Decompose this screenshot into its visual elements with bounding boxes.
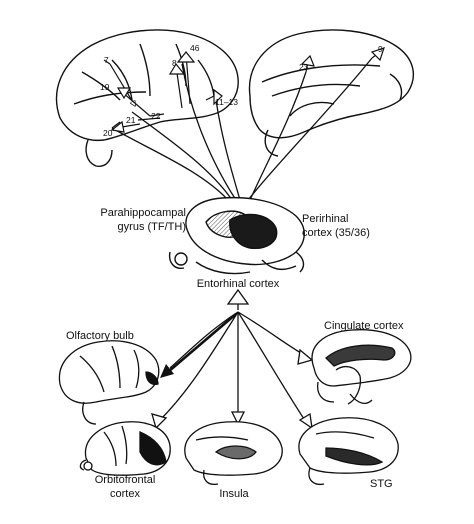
area-8-label: 8	[172, 58, 177, 68]
converging-funnel	[111, 57, 373, 201]
parahippocampal-label-line1: Parahippocampal	[100, 207, 186, 219]
area-46-label: 46	[190, 43, 200, 53]
orbitofrontal-label-line2: cortex	[110, 488, 140, 500]
area-22-label: 22	[151, 111, 161, 121]
parahippocampal-label-line2: gyrus (TF/TH)	[117, 221, 186, 233]
insula-brain	[184, 421, 283, 486]
perirhinal-label-line2: cortex (35/36)	[302, 227, 370, 239]
olfactory-arrow-head	[160, 364, 174, 378]
area-19-label: 19	[100, 82, 110, 92]
orbitofrontal-label-line1: Orbitofrontal	[94, 474, 156, 486]
orbitofrontal-brain	[79, 421, 171, 476]
cingulate-cortex-label: Cingulate cortex	[324, 320, 404, 332]
area-11-13-label: 11–13	[215, 97, 239, 107]
area-23-label: 23	[299, 62, 309, 72]
area-9-label: 9	[378, 44, 383, 54]
stg-brain	[298, 417, 399, 486]
perirhinal-label-line1: Perirhinal	[302, 213, 349, 225]
olfactory-arrow	[167, 313, 237, 373]
olfactory-bulb-label: Olfactory bulb	[66, 330, 134, 342]
area-20-label: 20	[103, 128, 113, 138]
stg-label: STG	[370, 478, 393, 490]
area-7-label: 7	[104, 55, 109, 65]
area-21-label: 21	[126, 115, 136, 125]
diverging-arrows	[151, 288, 314, 430]
insula-label: Insula	[219, 488, 249, 500]
top-right-brain	[248, 29, 415, 157]
olfactory-brain	[58, 340, 160, 425]
entorhinal-label: Entorhinal cortex	[196, 278, 280, 290]
top-arrows	[103, 47, 385, 133]
cingulate-brain	[311, 329, 412, 405]
top-left-brain	[55, 29, 239, 167]
central-entorhinal-region	[168, 196, 305, 275]
